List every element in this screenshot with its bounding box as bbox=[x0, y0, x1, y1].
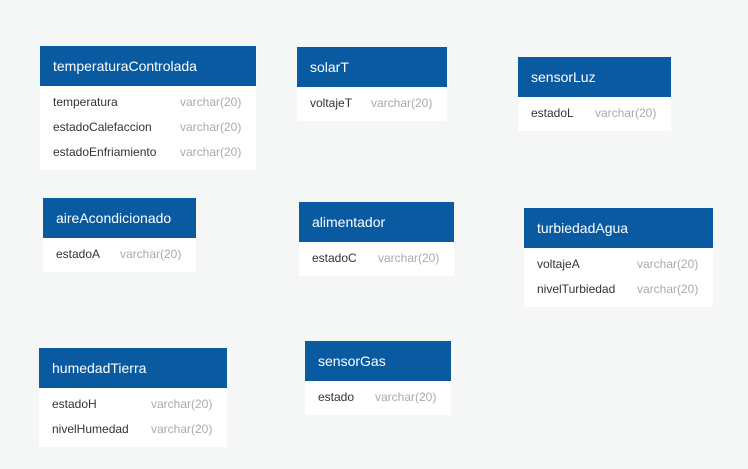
table-header[interactable]: alimentador bbox=[299, 202, 454, 242]
column-name: estadoEnfriamiento bbox=[53, 145, 157, 159]
table-sensorGas[interactable]: sensorGas estado varchar(20) bbox=[305, 341, 451, 415]
table-header[interactable]: sensorLuz bbox=[518, 57, 671, 97]
column-type: varchar(20) bbox=[151, 397, 213, 411]
column-row[interactable]: voltajeT varchar(20) bbox=[297, 91, 447, 116]
table-columns: estadoA varchar(20) bbox=[43, 238, 196, 272]
column-name: estadoH bbox=[52, 397, 97, 411]
column-name: nivelTurbiedad bbox=[537, 282, 616, 296]
column-type: varchar(20) bbox=[180, 95, 242, 109]
column-row[interactable]: nivelHumedad varchar(20) bbox=[39, 417, 227, 442]
table-columns: voltajeA varchar(20) nivelTurbiedad varc… bbox=[524, 248, 713, 307]
column-type: varchar(20) bbox=[120, 247, 182, 261]
column-row[interactable]: estadoEnfriamiento varchar(20) bbox=[40, 140, 256, 165]
table-turbiedadAgua[interactable]: turbiedadAgua voltajeA varchar(20) nivel… bbox=[524, 208, 713, 307]
table-columns: estadoC varchar(20) bbox=[299, 242, 454, 276]
column-name: voltajeT bbox=[310, 96, 353, 110]
column-type: varchar(20) bbox=[378, 251, 440, 265]
column-type: varchar(20) bbox=[180, 145, 242, 159]
table-solarT[interactable]: solarT voltajeT varchar(20) bbox=[297, 47, 447, 121]
column-row[interactable]: estadoCalefaccion varchar(20) bbox=[40, 115, 256, 140]
table-sensorLuz[interactable]: sensorLuz estadoL varchar(20) bbox=[518, 57, 671, 131]
column-name: estadoC bbox=[312, 251, 357, 265]
column-type: varchar(20) bbox=[151, 422, 213, 436]
table-header[interactable]: solarT bbox=[297, 47, 447, 87]
column-type: varchar(20) bbox=[371, 96, 433, 110]
table-aireAcondicionado[interactable]: aireAcondicionado estadoA varchar(20) bbox=[43, 198, 196, 272]
column-name: nivelHumedad bbox=[52, 422, 129, 436]
table-columns: estadoH varchar(20) nivelHumedad varchar… bbox=[39, 388, 227, 447]
table-header[interactable]: sensorGas bbox=[305, 341, 451, 381]
table-columns: voltajeT varchar(20) bbox=[297, 87, 447, 121]
column-name: estado bbox=[318, 390, 355, 404]
column-row[interactable]: estadoA varchar(20) bbox=[43, 242, 196, 267]
table-header[interactable]: temperaturaControlada bbox=[40, 46, 256, 86]
column-type: varchar(20) bbox=[595, 106, 657, 120]
column-name: estadoL bbox=[531, 106, 574, 120]
table-header[interactable]: aireAcondicionado bbox=[43, 198, 196, 238]
column-type: varchar(20) bbox=[375, 390, 437, 404]
column-row[interactable]: estado varchar(20) bbox=[305, 385, 451, 410]
column-name: estadoCalefaccion bbox=[53, 120, 152, 134]
column-row[interactable]: temperatura varchar(20) bbox=[40, 90, 256, 115]
column-name: estadoA bbox=[56, 247, 101, 261]
column-row[interactable]: voltajeA varchar(20) bbox=[524, 252, 713, 277]
column-type: varchar(20) bbox=[637, 257, 699, 271]
table-humedadTierra[interactable]: humedadTierra estadoH varchar(20) nivelH… bbox=[39, 348, 227, 447]
column-type: varchar(20) bbox=[637, 282, 699, 296]
column-name: voltajeA bbox=[537, 257, 580, 271]
column-row[interactable]: estadoL varchar(20) bbox=[518, 101, 671, 126]
table-columns: temperatura varchar(20) estadoCalefaccio… bbox=[40, 86, 256, 170]
table-columns: estadoL varchar(20) bbox=[518, 97, 671, 131]
column-row[interactable]: nivelTurbiedad varchar(20) bbox=[524, 277, 713, 302]
table-columns: estado varchar(20) bbox=[305, 381, 451, 415]
table-temperaturaControlada[interactable]: temperaturaControlada temperatura varcha… bbox=[40, 46, 256, 170]
column-row[interactable]: estadoC varchar(20) bbox=[299, 246, 454, 271]
table-alimentador[interactable]: alimentador estadoC varchar(20) bbox=[299, 202, 454, 276]
column-type: varchar(20) bbox=[180, 120, 242, 134]
column-row[interactable]: estadoH varchar(20) bbox=[39, 392, 227, 417]
column-name: temperatura bbox=[53, 95, 118, 109]
table-header[interactable]: humedadTierra bbox=[39, 348, 227, 388]
table-header[interactable]: turbiedadAgua bbox=[524, 208, 713, 248]
